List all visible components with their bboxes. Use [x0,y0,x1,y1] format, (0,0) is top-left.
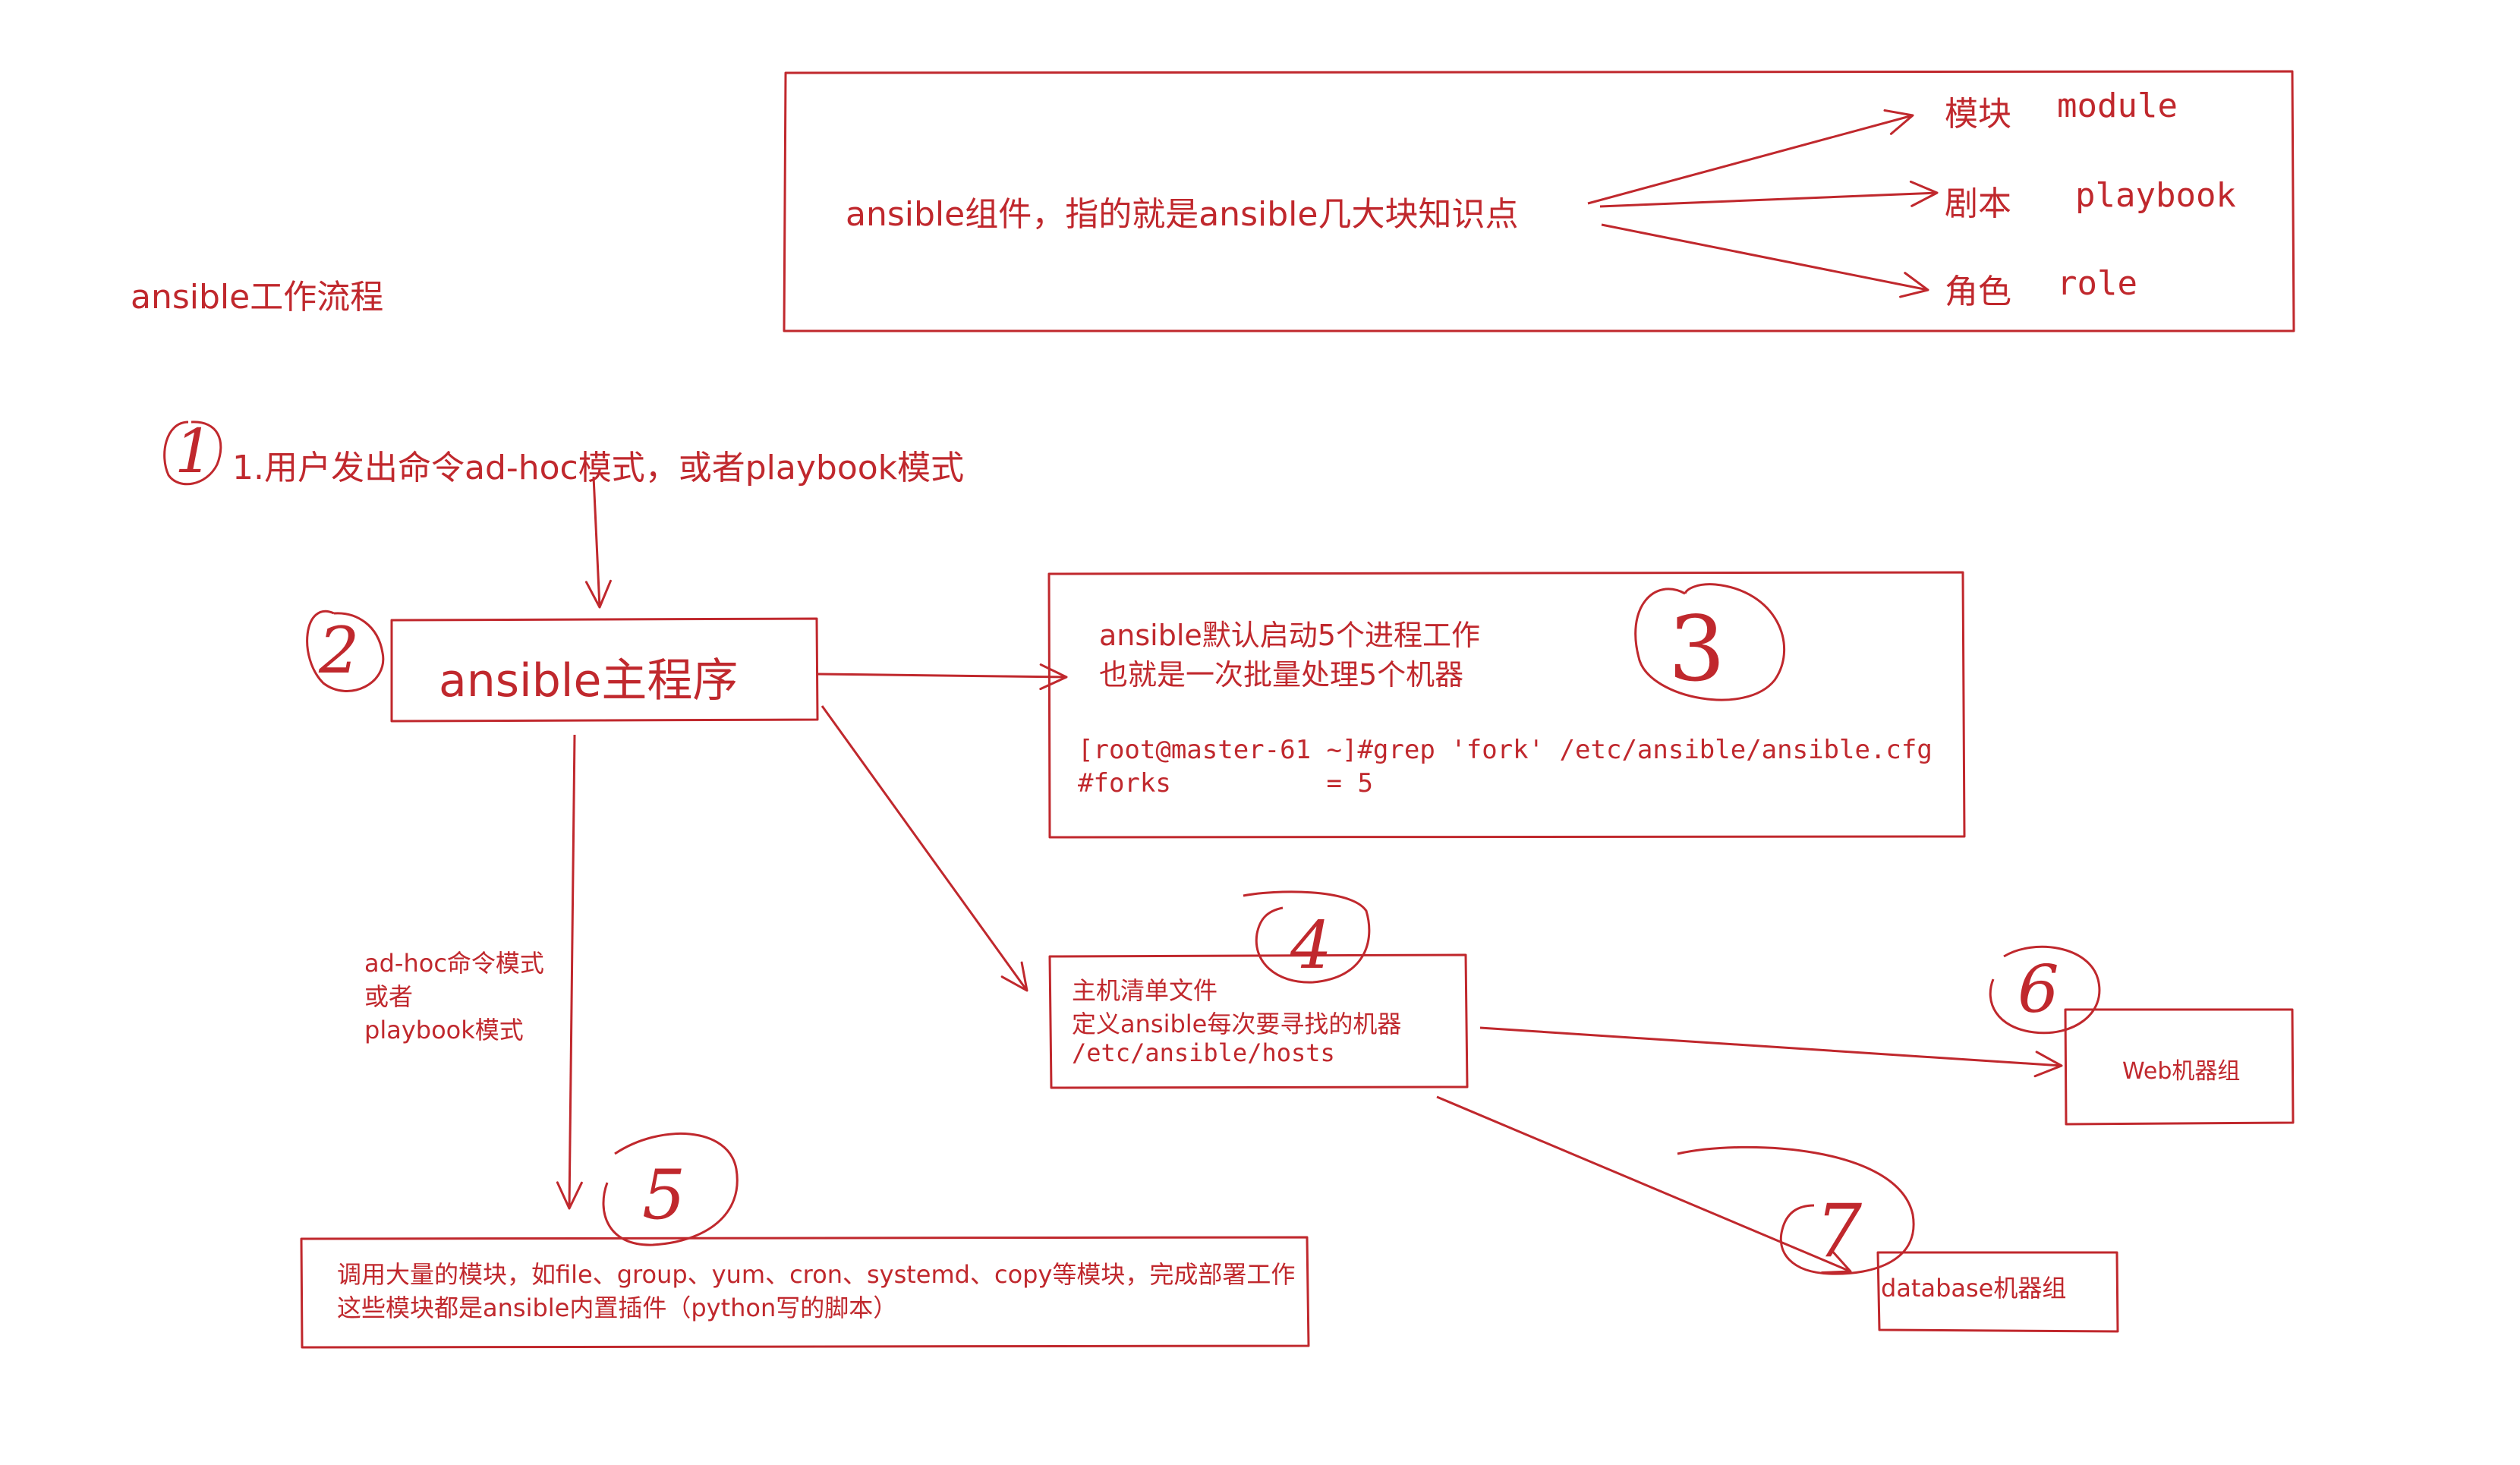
step-5-marker: 5 [642,1155,686,1235]
main-program-box [390,617,819,723]
step-3-marker: 3 [1668,597,1726,701]
page-title: ansible工作流程 [131,278,384,317]
modules-line-2: 这些模块都是ansible内置插件（python写的脚本） [337,1293,898,1322]
web-group-label: Web机器组 [2122,1058,2241,1085]
component-playbook-en: playbook [2075,176,2236,215]
arrow-to-playbook [1599,180,1939,208]
circle-1 [163,421,222,486]
step-1-marker: 1 [175,416,213,487]
inventory-line-2: 定义ansible每次要寻找的机器 [1072,1010,1402,1038]
circle-4 [1243,890,1371,984]
forks-box [1047,571,1966,839]
step-4-marker: 4 [1290,908,1332,984]
step-2-marker: 2 [319,613,360,688]
modules-box [300,1236,1310,1349]
step-6-marker: 6 [2018,952,2059,1028]
inventory-box [1048,953,1469,1089]
adhoc-label-line-1: ad-hoc命令模式 [364,949,544,978]
forks-line-1: ansible默认启动5个进程工作 [1099,619,1480,652]
arrow-main-to-modules [556,734,583,1210]
web-group-box [2064,1008,2295,1126]
step-7-marker: 7 [1816,1189,1863,1274]
arrow-to-role [1601,223,1929,298]
component-role-name: 角色 [1945,273,2011,311]
circle-6 [1989,945,2101,1035]
database-group-box [1876,1251,2119,1333]
component-role-en: role [2057,264,2137,303]
arrow-main-to-forks [817,663,1068,691]
component-module-en: module [2057,87,2178,125]
forks-line-2: 也就是一次批量处理5个机器 [1099,658,1464,692]
component-playbook-name: 剧本 [1945,184,2011,223]
circle-2 [306,610,385,692]
components-box [783,70,2295,332]
adhoc-label-line-2: 或者 [364,982,414,1011]
database-group-label: database机器组 [1881,1274,2067,1303]
arrow-inventory-to-web [1479,1026,2063,1078]
inventory-line-1: 主机清单文件 [1072,976,1218,1005]
adhoc-label-line-3: playbook模式 [364,1016,524,1044]
arrow-step1-to-main [584,476,612,609]
component-module-name: 模块 [1945,95,2011,134]
main-program-label: ansible主程序 [439,654,739,707]
circle-3 [1634,583,1786,701]
components-label: ansible组件，指的就是ansible几大块知识点 [846,195,1519,234]
arrow-inventory-to-database [1436,1095,1852,1274]
circle-5 [602,1133,739,1246]
arrow-to-module [1587,109,1914,205]
circle-7 [1677,1145,1915,1275]
inventory-line-3: /etc/ansible/hosts [1072,1038,1335,1067]
arrow-main-to-inventory [821,705,1028,992]
forks-code-line-2: #forks = 5 [1078,768,1373,799]
modules-line-1: 调用大量的模块，如file、group、yum、cron、systemd、cop… [337,1260,1296,1289]
forks-code-line-1: [root@master-61 ~]#grep 'fork' /etc/ansi… [1078,735,1933,765]
step-1-text: 1.用户发出命令ad-hoc模式，或者playbook模式 [232,449,965,487]
